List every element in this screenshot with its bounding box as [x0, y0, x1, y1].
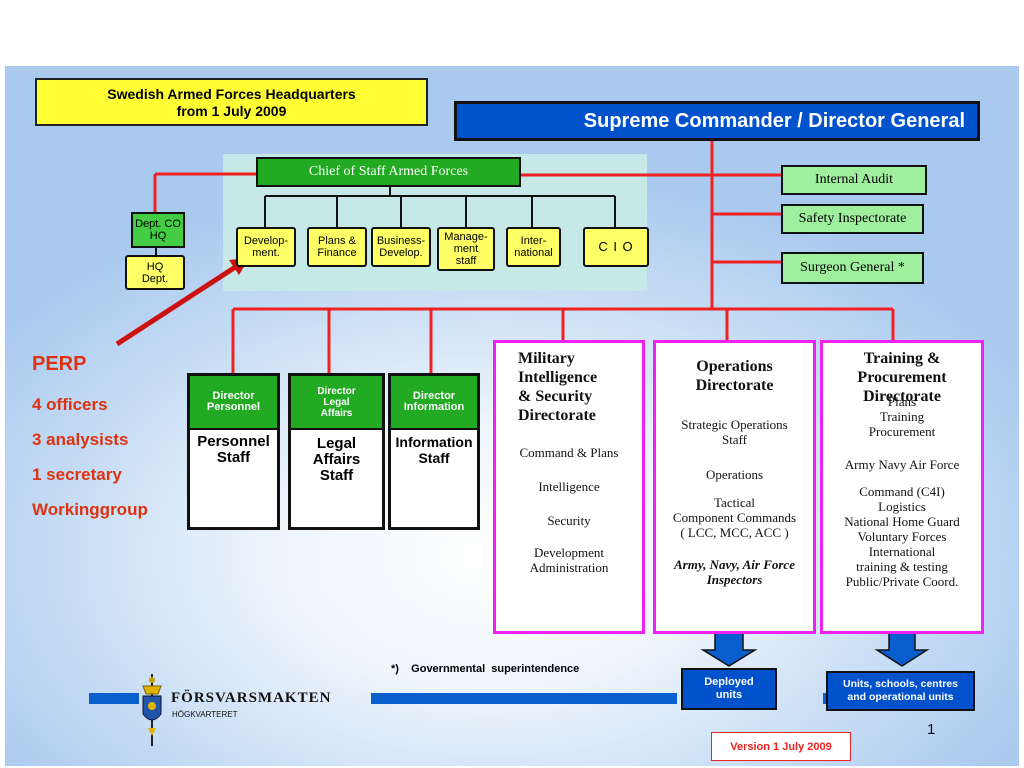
emblem-icon	[142, 674, 162, 746]
page-number: 1	[927, 721, 936, 738]
chief-of-staff-box: Chief of Staff Armed Forces	[256, 157, 521, 187]
footnote: *) Governmental superintendence	[391, 663, 580, 675]
perp-title: PERP	[32, 353, 87, 375]
plans-finance-box: Plans &Finance	[307, 227, 367, 267]
safety-inspectorate-box: Safety Inspectorate	[781, 204, 924, 234]
logo-name: FÖRSVARSMAKTEN	[171, 690, 332, 706]
slide: Swedish Armed Forces Headquarters from 1…	[5, 66, 1019, 766]
perp-item: 3 analysists	[32, 430, 129, 449]
diagram-title: Swedish Armed Forces Headquarters from 1…	[35, 78, 428, 126]
perp-item: 4 officers	[32, 395, 108, 414]
perp-item: Workinggroup	[32, 500, 148, 519]
version-label: Version 1 July 2009	[711, 732, 851, 761]
cio-box: C I O	[583, 227, 649, 267]
internal-audit-box: Internal Audit	[781, 165, 927, 195]
surgeon-general-box: Surgeon General *	[781, 252, 924, 284]
perp-item: 1 secretary	[32, 465, 122, 484]
logo-subtitle: HÖGKVARTERET	[172, 710, 238, 719]
connector-lines	[89, 141, 930, 746]
development-box: Develop-ment.	[236, 227, 296, 267]
international-box: Inter-national	[506, 227, 561, 267]
business-development-box: Business-Develop.	[371, 227, 431, 267]
supreme-commander-box: Supreme Commander / Director General	[454, 101, 980, 141]
